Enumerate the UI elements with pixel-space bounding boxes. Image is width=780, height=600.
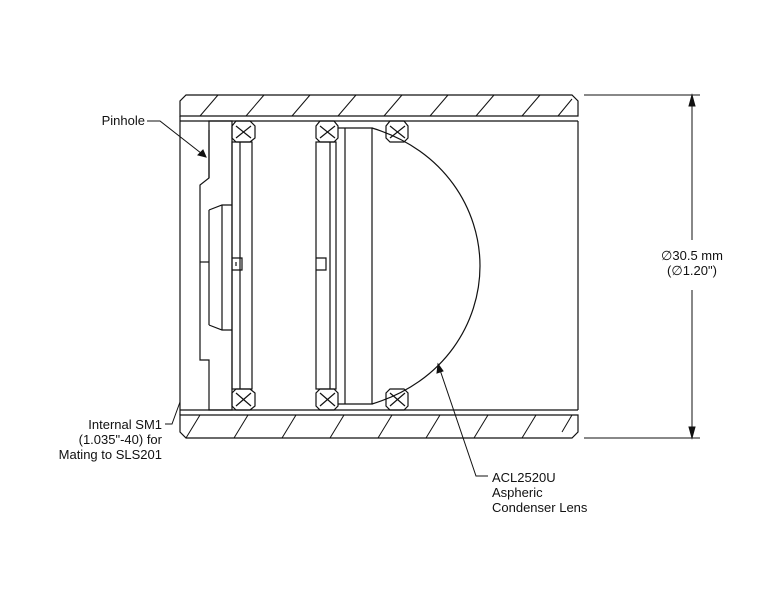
top-wall-hatching (199, 94, 573, 117)
bottom-wall-hatching (185, 414, 573, 439)
diameter-label: ∅30.5 mm (∅1.20") (638, 248, 746, 278)
internal-thread-line-3: Mating to SLS201 (58, 447, 162, 462)
lens-line-2: Aspheric (492, 485, 543, 500)
diameter-dimension (584, 93, 700, 440)
pinhole-holder (199, 120, 233, 411)
retaining-ring-2 (315, 120, 339, 411)
lens-line-3: Condenser Lens (492, 500, 588, 515)
diameter-line-2: (∅1.20") (667, 263, 717, 278)
internal-thread-label: Internal SM1 (1.035"-40) for Mating to S… (30, 417, 162, 462)
internal-thread-line-2: (1.035"-40) for (78, 432, 162, 447)
pinhole-label: Pinhole (101, 113, 145, 128)
aspheric-lens (338, 127, 481, 405)
retaining-ring-3 (385, 120, 409, 411)
retaining-ring-1 (231, 120, 256, 411)
diameter-line-1: ∅30.5 mm (661, 248, 723, 263)
lens-label: ACL2520U Aspheric Condenser Lens (492, 470, 622, 515)
leader-lines (147, 120, 488, 477)
internal-thread-line-1: Internal SM1 (88, 417, 162, 432)
lens-line-1: ACL2520U (492, 470, 556, 485)
